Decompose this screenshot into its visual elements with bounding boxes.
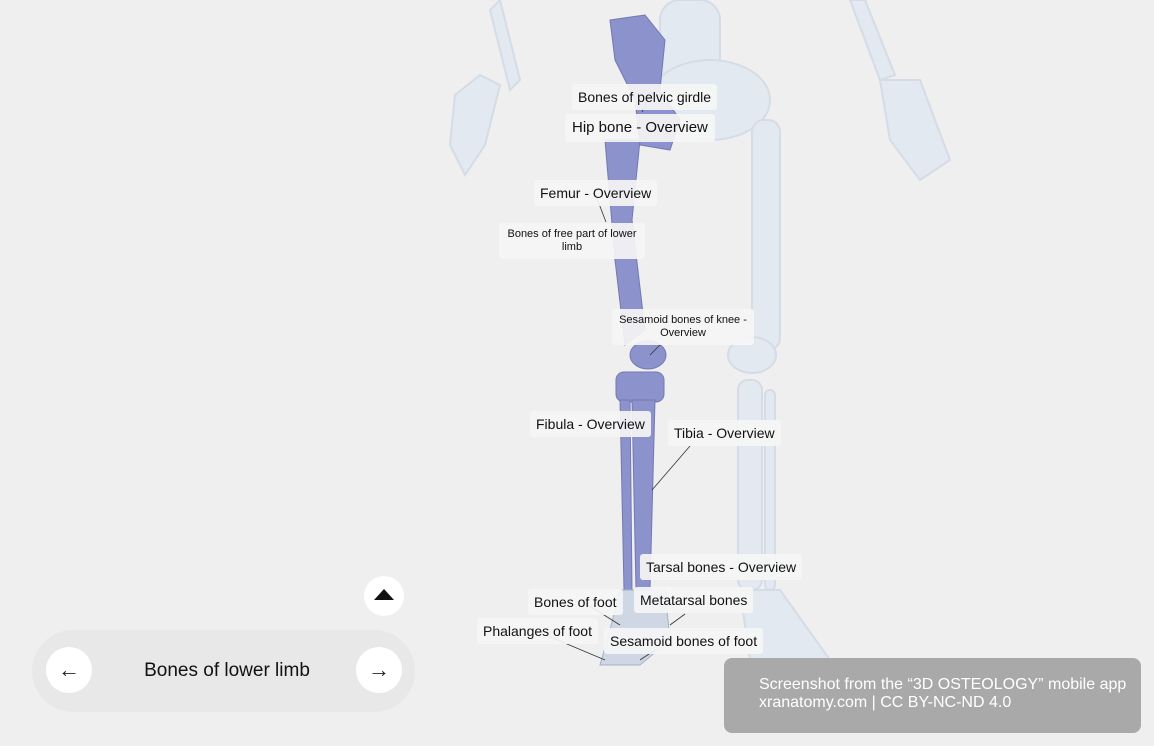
label-tarsal-bones[interactable]: Tarsal bones - Overview <box>640 554 803 580</box>
label-fibula[interactable]: Fibula - Overview <box>530 411 651 437</box>
navigation-bar: ← Bones of lower limb → <box>32 630 415 712</box>
expand-panel-button[interactable] <box>364 576 404 616</box>
previous-button[interactable]: ← <box>46 647 92 693</box>
label-phalanges[interactable]: Phalanges of foot <box>477 618 598 644</box>
label-free-part-lower-limb[interactable]: Bones of free part of lower limb <box>499 223 645 259</box>
arrow-left-icon: ← <box>58 657 80 682</box>
credit-banner: Screenshot from the “3D OSTEOLOGY” mobil… <box>724 658 1141 733</box>
label-bones-of-foot[interactable]: Bones of foot <box>528 589 623 615</box>
label-metatarsal[interactable]: Metatarsal bones <box>634 587 754 613</box>
credit-line-2: xranatomy.com | CC BY-NC-ND 4.0 <box>759 694 1012 711</box>
next-button[interactable]: → <box>356 647 402 693</box>
label-sesamoid-foot[interactable]: Sesamoid bones of foot <box>604 628 764 654</box>
label-pelvic-girdle[interactable]: Bones of pelvic girdle <box>572 84 718 110</box>
arrow-right-icon: → <box>368 657 390 682</box>
label-femur[interactable]: Femur - Overview <box>534 180 658 206</box>
label-tibia[interactable]: Tibia - Overview <box>668 420 781 446</box>
credit-line-1: Screenshot from the “3D OSTEOLOGY” mobil… <box>759 676 1127 693</box>
label-sesamoid-knee[interactable]: Sesamoid bones of knee - Overview <box>612 309 754 345</box>
label-hip-bone[interactable]: Hip bone - Overview <box>565 114 715 142</box>
section-title: Bones of lower limb <box>144 660 310 681</box>
